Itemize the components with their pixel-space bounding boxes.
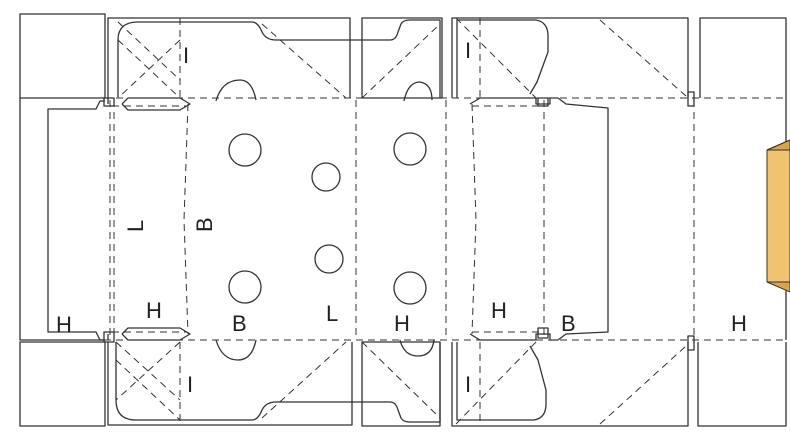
top-lid-cut <box>117 19 441 98</box>
top-left-flap <box>19 13 106 99</box>
label-h-4: H <box>491 298 507 323</box>
hole <box>228 270 262 304</box>
top-flap-3-outline <box>451 17 689 98</box>
notch-bottom-left <box>103 331 115 343</box>
tab-top-left <box>107 97 191 111</box>
tab-bottom-right <box>469 333 558 341</box>
bottom-bump-2 <box>399 339 435 357</box>
bottom-flaps <box>107 339 787 427</box>
label-b-vertical: B <box>192 217 217 232</box>
notch-top-right <box>687 91 695 107</box>
top-bump-1 <box>215 79 257 102</box>
fold-curve-right <box>471 103 477 335</box>
top-flaps <box>107 17 787 102</box>
top-flap-1-outline <box>107 17 351 98</box>
label-l-vertical: L <box>123 220 148 232</box>
label-h-5: H <box>731 311 747 336</box>
ventilation-holes <box>228 132 427 305</box>
bottom-lid-cut <box>115 342 441 423</box>
label-i-bottom-left: I <box>187 372 193 397</box>
bottom-bump-1 <box>215 339 257 361</box>
left-end-tab <box>47 100 105 341</box>
right-end-tab <box>557 97 609 341</box>
dimension-labels: I I I I L B H H B L H H B H <box>56 38 747 397</box>
top-bump-2 <box>403 81 433 102</box>
label-h-2: H <box>146 298 162 323</box>
label-i-top-left: I <box>183 43 189 68</box>
tab-top-right <box>469 97 558 105</box>
hole <box>314 244 344 274</box>
hole <box>393 132 427 166</box>
bottom-flap-3-outline <box>451 342 689 427</box>
fold-curve-left <box>183 103 189 335</box>
notch-top-left <box>103 97 115 107</box>
label-i-top-right: I <box>465 38 471 63</box>
bottom-right-flap <box>697 342 787 427</box>
hole <box>393 271 427 305</box>
label-h-1: H <box>56 312 72 337</box>
notch-bottom-right <box>687 335 695 351</box>
bottom-flap-1-outline <box>107 342 353 426</box>
label-b-1: B <box>232 311 247 336</box>
label-b-2: B <box>561 311 576 336</box>
left-outer-edge <box>19 98 105 341</box>
notch-bottom-mid <box>537 327 549 339</box>
tab-bottom-left <box>107 327 191 341</box>
top-flap-3-inner <box>456 19 549 98</box>
label-h-3: H <box>394 311 410 336</box>
left-end-panels <box>19 13 106 427</box>
label-i-bottom-right: I <box>465 372 471 397</box>
box-icon <box>766 139 790 293</box>
bottom-left-flap <box>19 341 106 427</box>
top-flap-2 <box>361 17 443 99</box>
hole <box>228 133 262 167</box>
top-right-flap <box>699 17 787 98</box>
notch-top-mid <box>537 97 549 107</box>
hole <box>311 162 341 192</box>
bottom-flap-3-inner <box>456 342 547 421</box>
bottom-flap-2 <box>361 341 441 427</box>
vertical-folds <box>109 100 695 340</box>
label-l-1: L <box>326 301 338 326</box>
